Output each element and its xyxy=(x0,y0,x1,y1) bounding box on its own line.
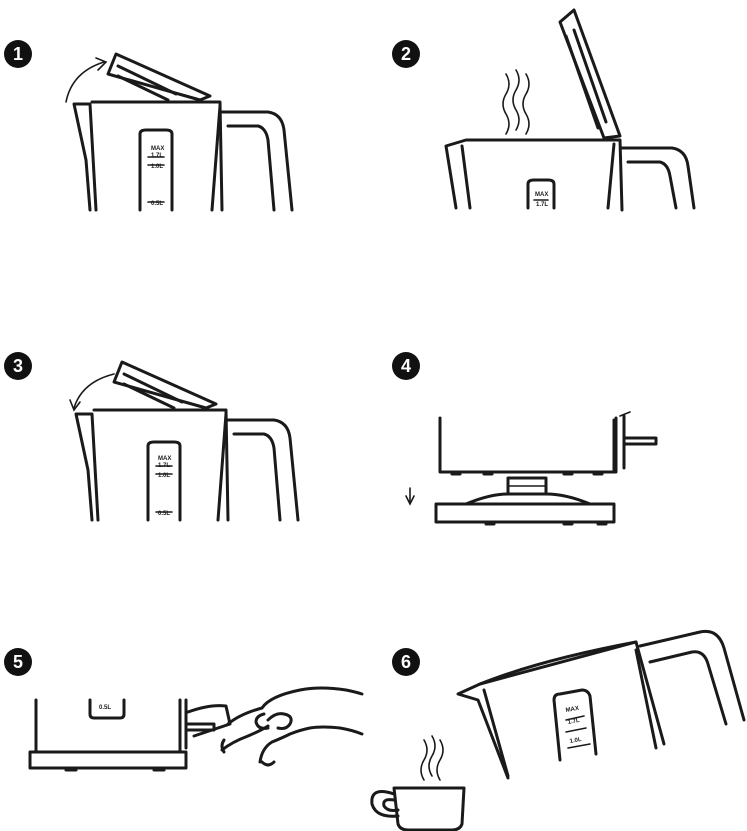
step-3-gauge-max: MAX xyxy=(158,456,171,462)
step-5-gauge-0-5l: 0.5L xyxy=(99,705,111,711)
step-3-gauge-1-7l: 1.7L xyxy=(158,463,170,469)
step-2-gauge-1-7l: 1.7L xyxy=(536,202,548,208)
step-6-gauge-max: MAX xyxy=(565,706,579,714)
step-1-illustration xyxy=(66,54,292,210)
step-2-illustration xyxy=(446,10,694,210)
step-2-number: 2 xyxy=(401,45,411,63)
step-5-illustration xyxy=(30,688,362,770)
step-6-number: 6 xyxy=(401,653,411,671)
step-2-badge: 2 xyxy=(392,40,420,68)
step-3-badge: 3 xyxy=(4,352,32,380)
step-6-gauge-1-0l: 1.0L xyxy=(569,737,582,745)
step-6-gauge-1-7l: 1.7L xyxy=(567,718,580,726)
step-1-gauge-1-7l: 1.7L xyxy=(151,153,163,159)
step-4-illustration xyxy=(406,412,656,524)
step-1-badge: 1 xyxy=(4,40,32,68)
step-3-number: 3 xyxy=(13,357,23,375)
step-1-gauge-1-0l: 1.0L xyxy=(151,164,163,170)
step-4-badge: 4 xyxy=(392,352,420,380)
step-2-gauge-max: MAX xyxy=(535,192,548,198)
step-4-number: 4 xyxy=(401,357,411,375)
step-1-gauge-0-5l: 0.5L xyxy=(151,201,163,207)
step-3-gauge-0-5l: 0.5L xyxy=(158,511,170,517)
step-3-gauge-1-0l: 1.0L xyxy=(158,473,170,479)
step-1-number: 1 xyxy=(13,45,23,63)
step-1-gauge-max: MAX xyxy=(151,146,164,152)
step-5-number: 5 xyxy=(13,653,23,671)
step-5-badge: 5 xyxy=(4,648,32,676)
step-3-illustration xyxy=(70,362,298,520)
step-6-illustration xyxy=(372,631,744,830)
step-6-badge: 6 xyxy=(392,648,420,676)
